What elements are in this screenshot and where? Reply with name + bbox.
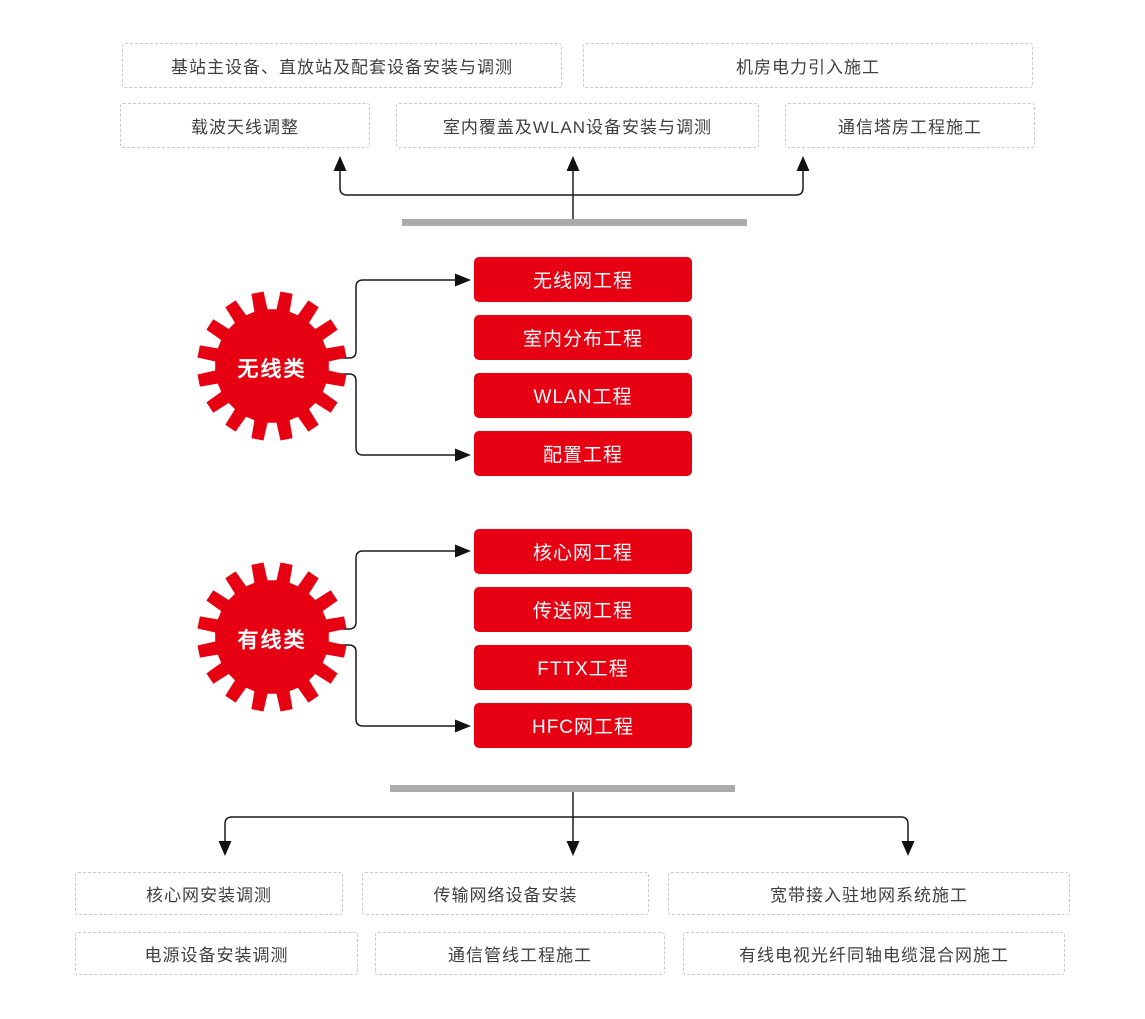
bottom-arrowheads: [218, 841, 915, 856]
node-wireless-network: 无线网工程: [474, 257, 692, 302]
arrow-right-icon: [455, 719, 471, 733]
node-core-install-test: 核心网安装调测: [75, 872, 343, 915]
arrow-up-middle-icon: [566, 156, 580, 171]
node-tower-construction: 通信塔房工程施工: [785, 103, 1035, 148]
arrow-right-icon: [455, 448, 471, 462]
bottom-divider-bar: [390, 785, 735, 792]
node-wlan-project: WLAN工程: [474, 373, 692, 418]
wired-arrowheads: [455, 544, 471, 733]
node-transport-network: 传送网工程: [474, 587, 692, 632]
node-pipeline-construction: 通信管线工程施工: [375, 932, 665, 975]
node-fttx-project: FTTX工程: [474, 645, 692, 690]
node-catv-hybrid-network: 有线电视光纤同轴电缆混合网施工: [683, 932, 1065, 975]
gear-wireless-label: 无线类: [237, 358, 307, 381]
node-hfc-project: HFC网工程: [474, 703, 692, 748]
top-connector-lines: [339, 168, 804, 219]
node-core-network: 核心网工程: [474, 529, 692, 574]
wireless-arrowheads: [455, 273, 471, 462]
arrow-right-icon: [455, 544, 471, 558]
arrow-up-left-icon: [333, 156, 347, 171]
node-indoor-distribution: 室内分布工程: [474, 315, 692, 360]
node-transmission-equipment: 传输网络设备安装: [362, 872, 649, 915]
top-arrowheads: [333, 156, 810, 171]
node-power-equipment: 电源设备安装调测: [75, 932, 358, 975]
gear-wireless-icon: [197, 291, 347, 441]
node-carrier-antenna: 载波天线调整: [120, 103, 370, 148]
node-base-station-install: 基站主设备、直放站及配套设备安装与调测: [122, 43, 562, 88]
arrow-up-right-icon: [796, 156, 810, 171]
node-power-intro: 机房电力引入施工: [583, 43, 1033, 88]
gear-wired-icon: [197, 562, 347, 712]
wireless-connector-lines: [337, 279, 455, 456]
arrow-down-middle-icon: [566, 841, 580, 856]
arrow-down-left-icon: [218, 841, 232, 856]
node-configuration-project: 配置工程: [474, 431, 692, 476]
bottom-connector-lines: [224, 792, 909, 843]
node-indoor-wlan-install: 室内覆盖及WLAN设备安装与调测: [396, 103, 759, 148]
node-broadband-access: 宽带接入驻地网系统施工: [668, 872, 1070, 915]
wired-connector-lines: [337, 550, 455, 727]
gear-wired-label: 有线类: [237, 629, 307, 652]
arrow-down-right-icon: [901, 841, 915, 856]
top-divider-bar: [402, 219, 747, 226]
arrow-right-icon: [455, 273, 471, 287]
